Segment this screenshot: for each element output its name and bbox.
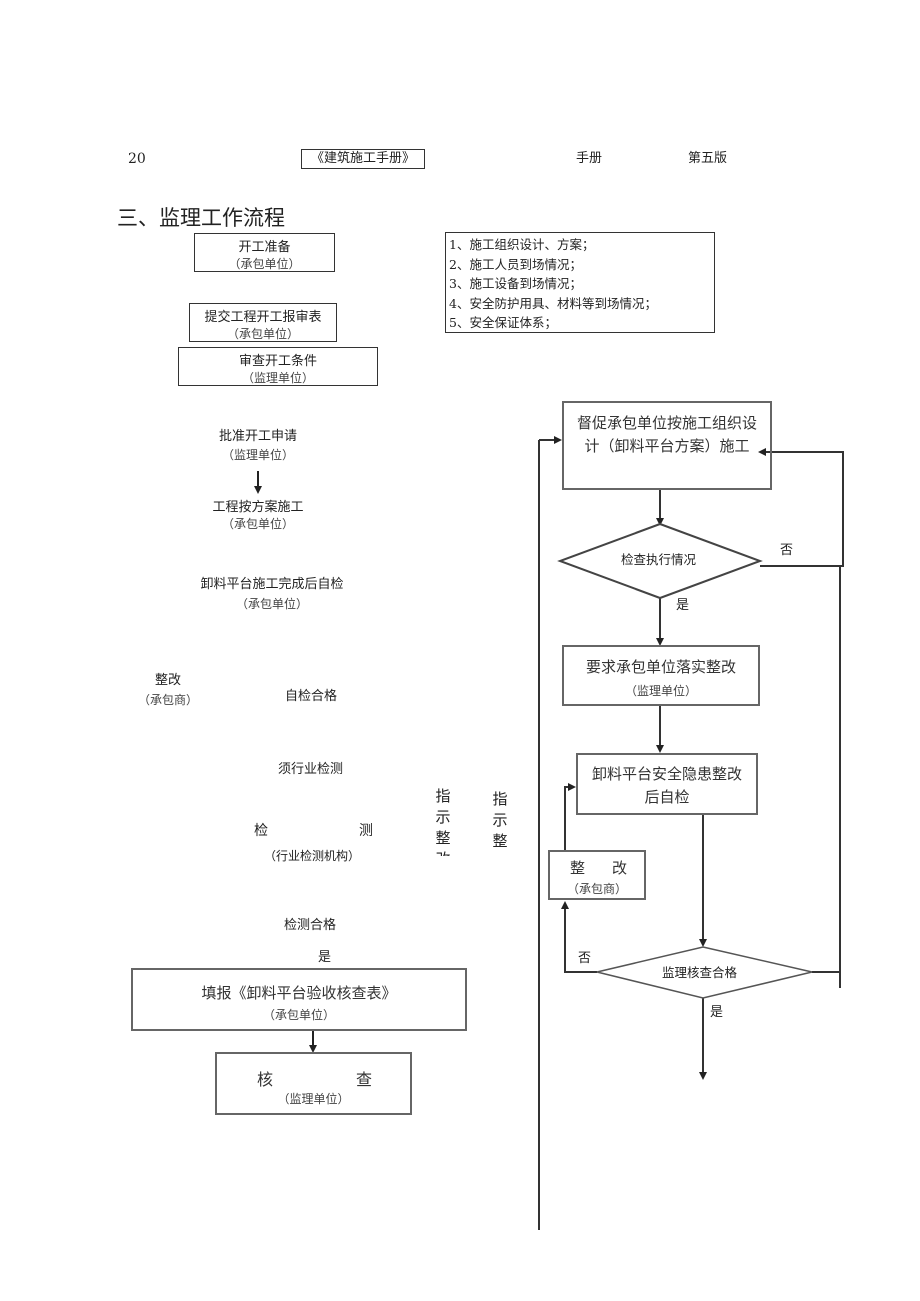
check-exec-diamond [557, 522, 763, 600]
checklist-item: 5、安全保证体系； [449, 315, 557, 330]
checklist-item: 3、施工设备到场情况； [449, 276, 582, 291]
require-unit: （监理单位） [624, 684, 697, 698]
review-box: 审查开工条件 （监理单位） [178, 347, 378, 386]
fill-form-box: 填报《卸料平台验收核查表》 （承包单位） [131, 968, 467, 1031]
selfcheck-unit: （承包单位） [235, 596, 308, 611]
check-exec-label: 检查执行情况 [621, 552, 697, 567]
hazard-box: 卸料平台安全隐患整改后自检 [576, 753, 758, 815]
right-rectify-unit: （承包商） [566, 882, 627, 896]
instruct-rectify-text-2: 指示整改 [492, 790, 508, 850]
require-title: 要求承包单位落实整改 [585, 658, 736, 676]
fill-form-unit: （承包单位） [262, 1008, 335, 1022]
no-label-2: 否 [578, 951, 592, 966]
start-box: 开工准备 （承包单位） [194, 233, 335, 272]
submit-box: 提交工程开工报审表 （承包单位） [189, 303, 337, 342]
start-unit: （承包单位） [228, 257, 301, 271]
inspect-char-b: 测 [359, 823, 373, 839]
yes-label-2: 是 [710, 1005, 724, 1020]
yes-label-1: 是 [676, 598, 690, 613]
book-title: 《建筑施工手册》 [301, 149, 425, 169]
inspect-pass-label: 检测合格 [284, 918, 337, 933]
selfcheck-title: 卸料平台施工完成后自检 [200, 577, 344, 592]
verify-char-b: 查 [356, 1070, 373, 1089]
checklist-item: 1、施工组织设计、方案； [449, 237, 595, 252]
verify-box: 核 查 （监理单位） [215, 1052, 412, 1115]
instruct-rectify-text-1: 指示整改 [435, 787, 451, 856]
submit-unit: （承包单位） [226, 327, 299, 341]
checklist-item: 2、施工人员到场情况； [449, 256, 582, 272]
submit-title: 提交工程开工报审表 [204, 310, 322, 325]
start-title: 开工准备 [238, 240, 291, 255]
right-rectify-char-b: 改 [612, 859, 628, 877]
fill-form-title: 填报《卸料平台验收核查表》 [201, 984, 397, 1002]
industry-required-label: 须行业检测 [278, 762, 344, 777]
loop-rectify-to-hazard [564, 783, 576, 850]
approve-title: 批准开工申请 [218, 429, 297, 444]
right-rectify-char-a: 整 [570, 859, 586, 877]
approve-unit: （监理单位） [221, 447, 294, 462]
loop-no-to-rectify [561, 901, 597, 973]
checklist-box: 1、施工组织设计、方案； 2、施工人员到场情况； 3、施工设备到场情况； 4、安… [445, 232, 715, 333]
verify-char-a: 核 [257, 1070, 274, 1089]
supervise-text: 督促承包单位按施工组织设计（卸料平台方案）施工 [576, 414, 757, 455]
inspect-unit: （行业检测机构） [264, 849, 361, 863]
left-rectify-unit: （承包商） [137, 692, 198, 707]
selfcheck-pass-label: 自检合格 [285, 689, 338, 704]
review-unit: （监理单位） [241, 371, 314, 385]
check-pass-label: 监理核查合格 [662, 965, 738, 980]
selfcheck-node: 卸料平台施工完成后自检 （承包单位） [186, 577, 358, 611]
construct-title: 工程按方案施工 [212, 500, 304, 515]
loop-no-branch-right [758, 448, 844, 567]
left-rectify-node: 整改 （承包商） [130, 673, 206, 707]
no-label-1: 否 [780, 543, 794, 558]
manual-label: 手册 [576, 151, 603, 166]
yes-label-left: 是 [318, 950, 332, 965]
page-number: 20 [128, 151, 146, 167]
verify-unit: （监理单位） [277, 1092, 350, 1106]
edition-label: 第五版 [688, 151, 728, 166]
check-pass-diamond [596, 946, 813, 999]
inspect-char-a: 检 [254, 823, 268, 839]
supervise-box: 督促承包单位按施工组织设计（卸料平台方案）施工 [562, 401, 772, 490]
approve-node: 批准开工申请 （监理单位） [198, 429, 318, 462]
checklist-item: 4、安全防护用具、材料等到场情况； [449, 295, 657, 311]
left-rectify-title: 整改 [154, 673, 181, 688]
require-box: 要求承包单位落实整改 （监理单位） [562, 645, 760, 706]
review-title: 审查开工条件 [238, 354, 317, 369]
section-title: 三、监理工作流程 [117, 206, 285, 230]
right-rectify-box: 整 改 （承包商） [548, 850, 646, 900]
hazard-text: 卸料平台安全隐患整改后自检 [591, 765, 742, 806]
construct-node: 工程按方案施工 （承包单位） [198, 500, 318, 531]
construct-unit: （承包单位） [221, 516, 294, 531]
